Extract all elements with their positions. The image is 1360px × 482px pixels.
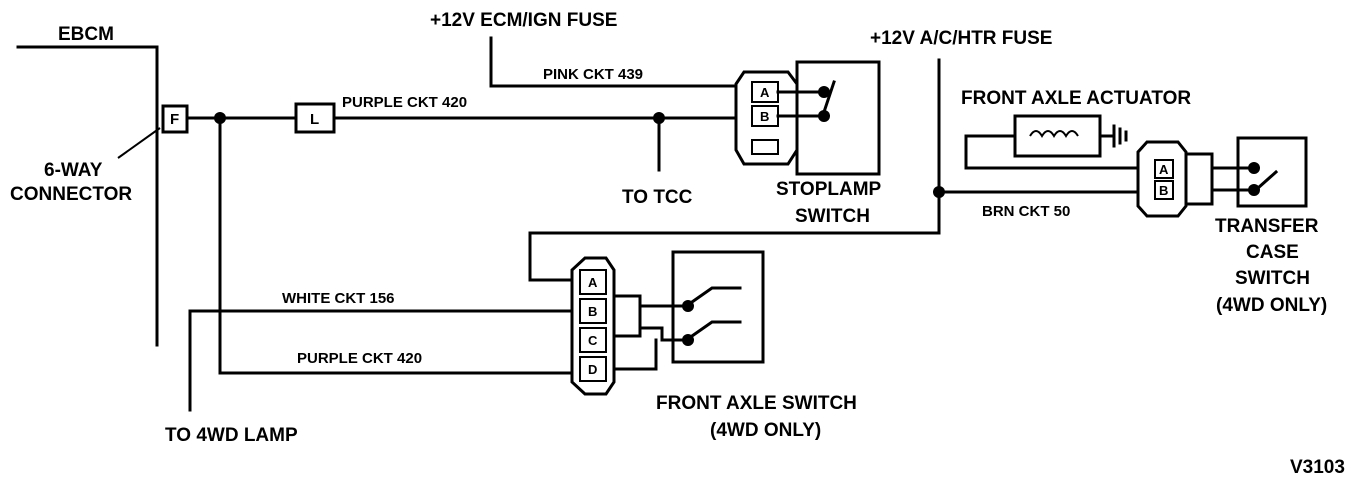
actuator-wire: [964, 134, 1140, 170]
figure-code: V3103: [1290, 457, 1345, 478]
stoplamp-pin-a-label: A: [760, 85, 770, 100]
stoplamp-pin-empty: [751, 139, 779, 155]
pin-f-label: F: [170, 111, 179, 128]
front-axle-internal-wire-c: [638, 326, 690, 342]
white-ckt-156-wire: [188, 309, 574, 412]
transfer-contact-b: [1248, 184, 1260, 196]
ac-fuse-wire: [528, 58, 941, 282]
front-axle-connector: [570, 256, 616, 396]
front-axle-actuator-label: FRONT AXLE ACTUATOR: [961, 88, 1191, 109]
transfer-label-line2: CASE: [1246, 242, 1299, 263]
six-way-label-line2: CONNECTOR: [10, 184, 132, 205]
front-axle-pin-d-label: D: [588, 362, 597, 377]
stoplamp-label-line1: STOPLAMP: [776, 179, 882, 200]
pin-l-label: L: [310, 111, 319, 128]
pink-ckt-439-wire: [489, 36, 738, 88]
transfer-pin-b: [1154, 180, 1174, 200]
front-axle-actuator-body: [1013, 114, 1102, 158]
transfer-mating-connector: [1184, 152, 1214, 206]
transfer-label-line3: SWITCH: [1235, 268, 1310, 289]
transfer-switch-body: [1236, 136, 1308, 208]
transfer-label-line1: TRANSFER: [1215, 216, 1319, 237]
ac-fuse-label: +12V A/C/HTR FUSE: [870, 28, 1052, 49]
stoplamp-contact-a: [818, 86, 830, 98]
six-way-leader-line: [117, 127, 161, 159]
front-axle-pin-a-label: A: [588, 275, 598, 290]
transfer-internal-wires: [1210, 166, 1256, 192]
front-axle-pin-c-label: C: [588, 333, 598, 348]
stoplamp-pin-b-label: B: [760, 109, 769, 124]
transfer-pin-a: [1154, 159, 1174, 179]
transfer-label-line4: (4WD ONLY): [1216, 295, 1327, 316]
front-axle-mating-connector: [612, 294, 642, 338]
transfer-pin-a-label: A: [1159, 162, 1169, 177]
stoplamp-label-line2: SWITCH: [795, 206, 870, 227]
stoplamp-internal-wires: [776, 90, 826, 118]
ecm-fuse-label: +12V ECM/IGN FUSE: [430, 10, 617, 31]
front-axle-pin-d: [579, 356, 607, 382]
purple-ckt-420-bottom-wire: [218, 116, 574, 375]
purple-ckt-top-label: PURPLE CKT 420: [342, 94, 467, 111]
front-axle-switch-label-line1: FRONT AXLE SWITCH: [656, 393, 857, 414]
pink-ckt-label: PINK CKT 439: [543, 66, 643, 83]
front-axle-pin-b-label: B: [588, 304, 597, 319]
front-axle-internal-wire-d: [612, 338, 658, 371]
front-axle-pin-a: [579, 269, 607, 295]
front-axle-switch-label-line2: (4WD ONLY): [710, 420, 821, 441]
to-4wd-lamp-label: TO 4WD LAMP: [165, 425, 298, 446]
stoplamp-switch-body: [795, 60, 881, 176]
front-axle-pin-c: [579, 327, 607, 353]
ebcm-label: EBCM: [58, 24, 114, 45]
front-axle-pin-b: [579, 298, 607, 324]
stoplamp-switch-arm: [822, 80, 836, 114]
brn-ckt-label: BRN CKT 50: [982, 203, 1070, 220]
white-ckt-label: WHITE CKT 156: [282, 290, 395, 307]
ebcm-wire: [16, 45, 159, 347]
transfer-switch-arm: [1255, 169, 1279, 191]
transfer-contact-a: [1248, 162, 1260, 174]
purple-ckt-bottom-label: PURPLE CKT 420: [297, 350, 422, 367]
actuator-coil: [1029, 130, 1079, 138]
stoplamp-contact-b: [818, 110, 830, 122]
front-axle-switch-arms: [689, 286, 742, 339]
actuator-ground: [1098, 124, 1128, 148]
transfer-pin-b-label: B: [1159, 183, 1168, 198]
to-tcc-label: TO TCC: [622, 187, 693, 208]
six-way-label-line1: 6-WAY: [44, 160, 103, 181]
